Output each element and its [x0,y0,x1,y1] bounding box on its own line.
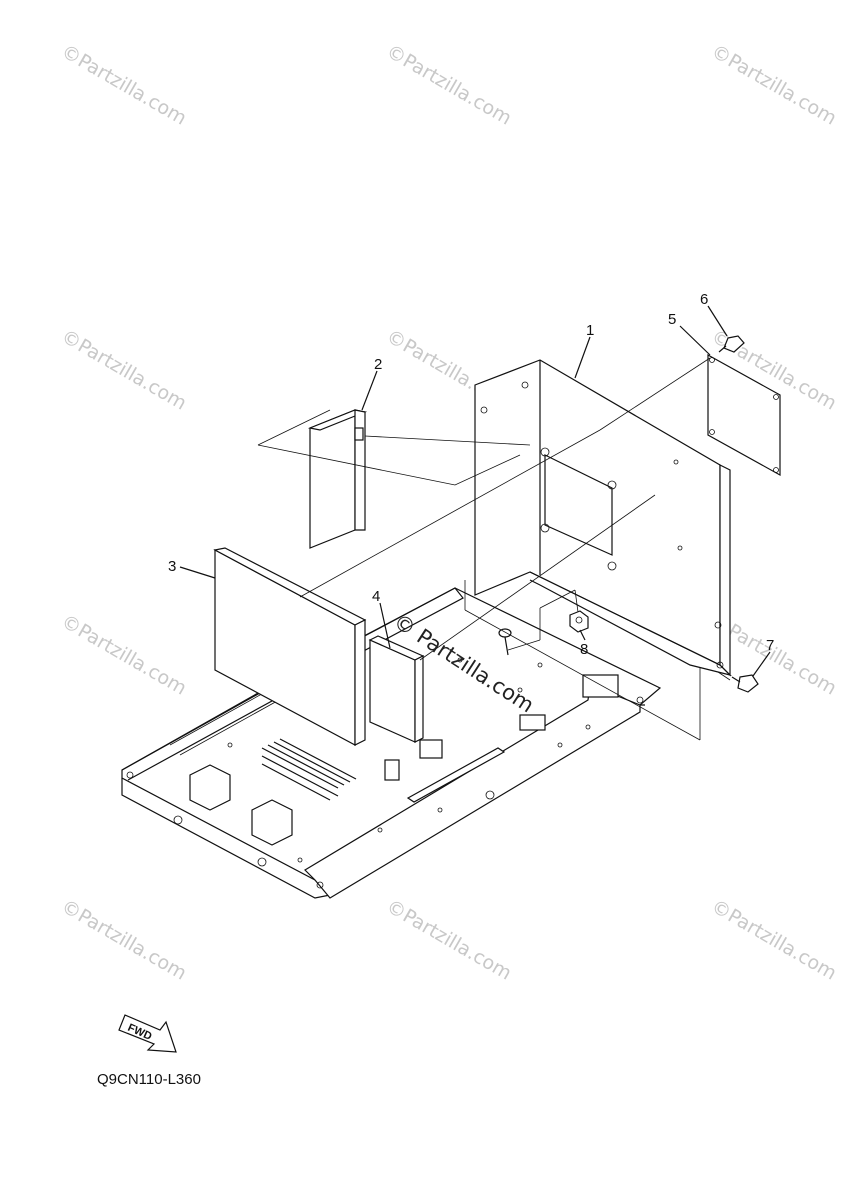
screw [498,628,512,656]
watermark: ©Partzilla.com [58,40,191,129]
watermark: ©Partzilla.com [708,40,841,129]
part-1-cover [474,359,732,677]
part-7-bolt [731,674,759,693]
watermark: ©Partzilla.com [383,895,516,984]
callouts: 1 2 3 4 5 6 7 8 [168,291,774,658]
part-8-nut [569,610,589,633]
watermark: ©Partzilla.com [58,895,191,984]
louver-vents [261,738,357,801]
callout-1: 1 [586,322,594,339]
leader-lines [179,305,771,677]
watermark: ©Partzilla.com [58,610,191,699]
callout-2: 2 [374,356,382,373]
alignment-lines [257,357,731,741]
part-4-block [368,635,425,743]
callout-5: 5 [668,311,676,328]
callout-7: 7 [766,637,774,654]
callout-4: 4 [372,588,380,605]
part-5-plate [707,353,781,477]
fwd-arrow-icon: FWD [118,1014,177,1053]
callout-6: 6 [700,291,708,308]
part-3-panel [213,547,367,747]
part-6-bolt [718,335,745,353]
watermark: ©Partzilla.com [58,325,191,414]
watermark: ©Partzilla.com [708,895,841,984]
part-2-block [307,409,368,549]
callout-3: 3 [168,558,176,575]
callout-8: 8 [580,641,588,658]
watermark: ©Partzilla.com [383,40,516,129]
base-frame [121,587,662,899]
drawing-code: Q9CN110-L360 [97,1071,201,1088]
